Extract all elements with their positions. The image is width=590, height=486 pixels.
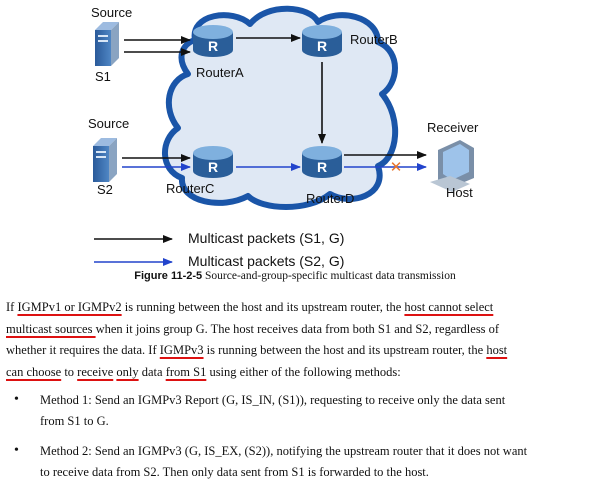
svg-text:R: R <box>317 159 327 175</box>
underlined-multicast-sources: multicast sources <box>6 321 96 336</box>
underlined-can-choose: can choose <box>6 364 62 379</box>
network-diagram: Source S1 Source S2 ✕ R Route <box>88 5 479 266</box>
source-s1-label: Source <box>91 5 132 20</box>
routerD-label: RouterD <box>306 191 354 206</box>
routerB-label: RouterB <box>350 32 398 47</box>
underlined-igmpv3: IGMPv3 <box>159 343 204 357</box>
method-1-text: Method 1: Send an IGMPv3 Report (G, IS_I… <box>40 393 506 428</box>
underlined-host-cannot-select: host cannot select <box>404 300 494 314</box>
svg-text:R: R <box>208 38 218 54</box>
server-icon-s2 <box>93 138 117 182</box>
underlined-receive: receive <box>77 364 114 379</box>
server-icon-s1 <box>95 22 119 66</box>
routerC-label: RouterC <box>166 181 214 196</box>
figure-number: Figure 11-2-5 <box>134 270 203 282</box>
svg-text:R: R <box>208 159 218 175</box>
router-icon-b: R <box>302 25 342 57</box>
router-icon-a: R <box>193 25 233 57</box>
receiver-label: Receiver <box>427 120 479 135</box>
bullet-dot-2: • <box>14 443 19 458</box>
s2-label: S2 <box>97 182 113 197</box>
legend-s2-label: Multicast packets (S2, G) <box>188 253 345 269</box>
figure-caption: Figure 11-2-5 Source-and-group-specific … <box>0 270 590 282</box>
figure-title: Source-and-group-specific multicast data… <box>205 270 456 282</box>
underlined-host: host <box>486 343 508 357</box>
method-2-text: Method 2: Send an IGMPv3 (G, IS_EX, (S2)… <box>40 444 528 479</box>
host-label: Host <box>446 185 473 200</box>
underlined-only: only <box>116 364 139 379</box>
router-icon-d: R <box>302 146 342 178</box>
routerA-label: RouterA <box>196 65 244 80</box>
source-s2-label: Source <box>88 116 129 131</box>
s1-label: S1 <box>95 69 111 84</box>
underlined-igmpv1-v2: IGMPv1 or IGMPv2 <box>17 300 122 314</box>
legend-s1-label: Multicast packets (S1, G) <box>188 230 345 246</box>
router-icon-c: R <box>193 146 233 178</box>
underlined-from-s1: from S1 <box>165 364 207 379</box>
bullet-dot-1: • <box>14 392 19 407</box>
host-pc-icon <box>430 140 474 192</box>
blocked-x-icon: ✕ <box>390 158 403 176</box>
body-paragraph: If IGMPv1 or IGMPv2 is running between t… <box>6 300 508 379</box>
svg-text:R: R <box>317 38 327 54</box>
